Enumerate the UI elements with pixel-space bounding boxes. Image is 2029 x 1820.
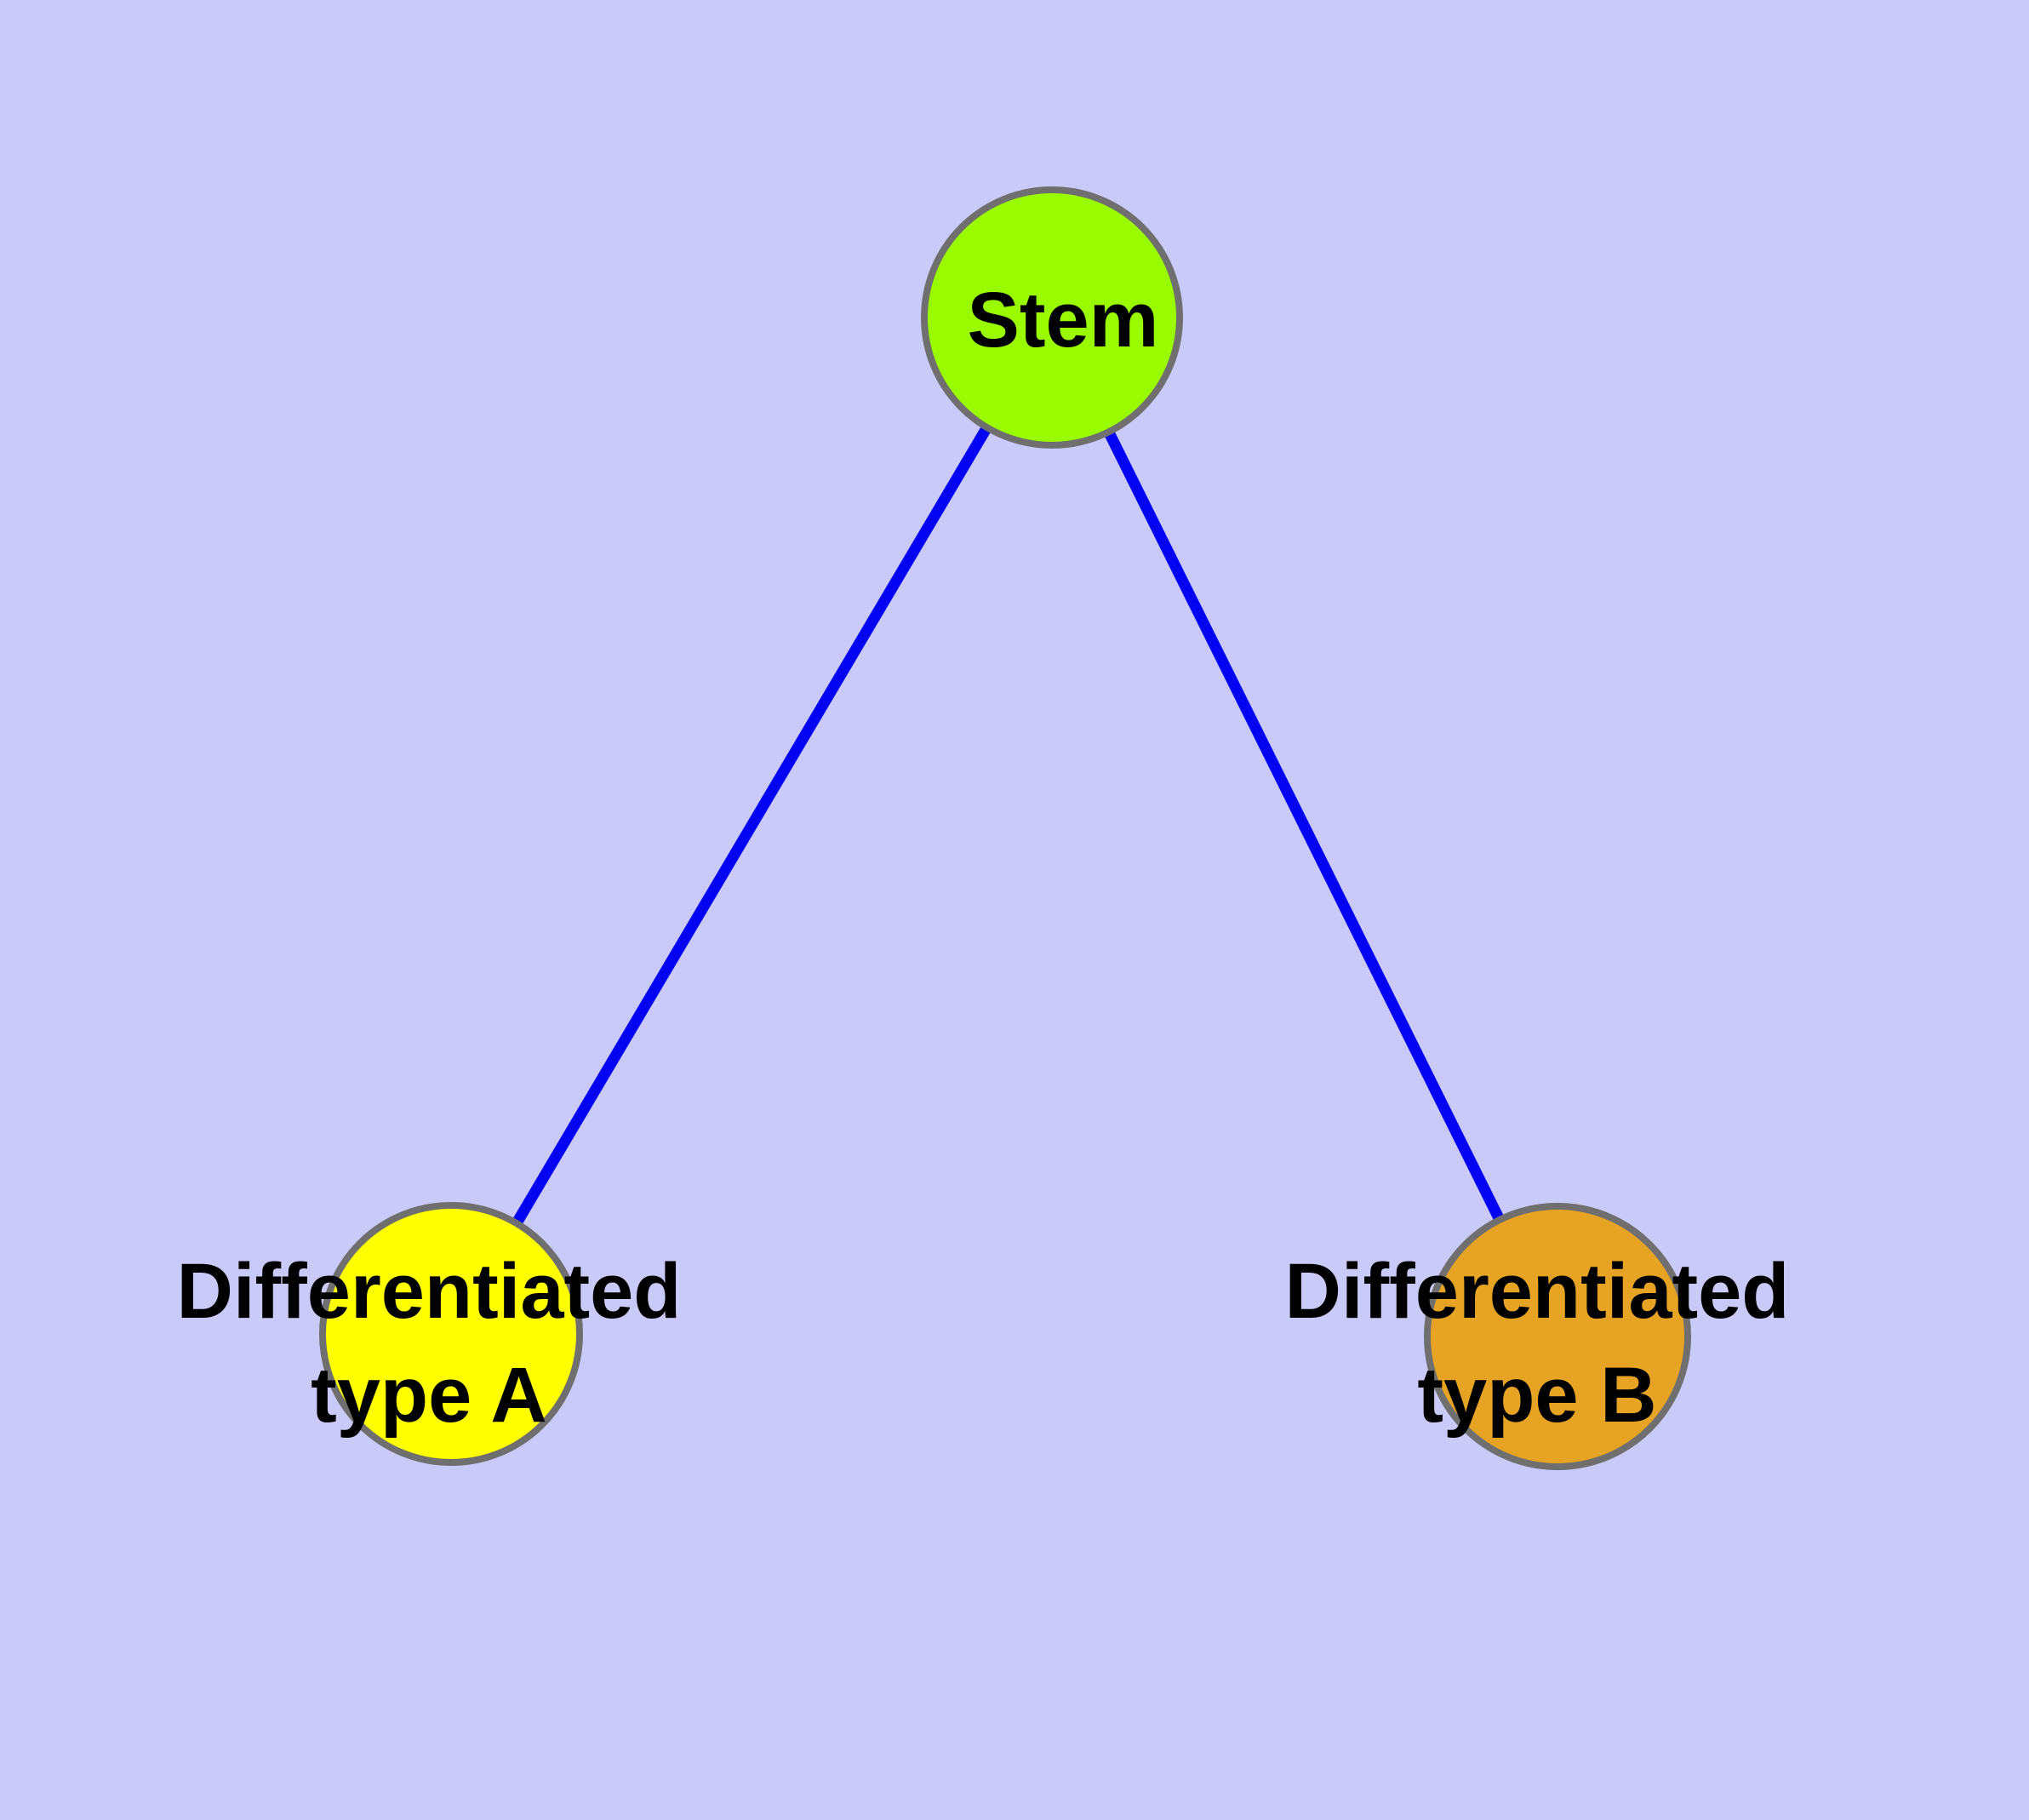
- node-type-b-label-line1: Differentiated: [1285, 1248, 1790, 1335]
- node-type-a: [319, 1202, 583, 1466]
- edge-stem-to-type-a: [446, 314, 1057, 1337]
- node-type-b: [1424, 1203, 1691, 1470]
- node-stem: [921, 186, 1183, 449]
- node-type-a-label-line2: type A: [311, 1352, 547, 1439]
- node-type-a-label-line1: Differentiated: [177, 1248, 682, 1335]
- edge-stem-to-type-b: [1047, 315, 1563, 1339]
- node-stem-label: Stem: [968, 277, 1159, 363]
- node-type-b-label-line2: type B: [1417, 1352, 1656, 1439]
